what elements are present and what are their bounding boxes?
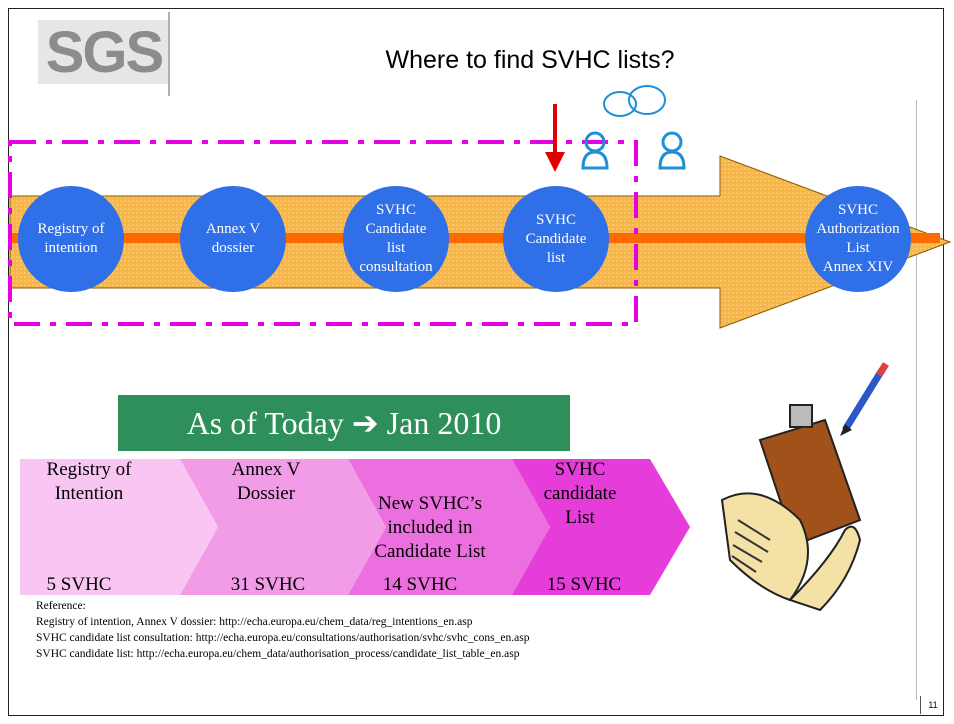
references: Reference: Registry of intention, Annex …	[36, 598, 529, 662]
reference-line: SVHC candidate list consultation: http:/…	[36, 632, 530, 644]
people-chat-icon	[581, 85, 686, 170]
count-annex-v: 31 SVHC	[230, 574, 306, 595]
as-of-today-banner: As of Today ➔ Jan 2010	[118, 395, 570, 451]
stage-circle-consultation: SVHC Candidate list consultation	[343, 186, 449, 292]
count-new-svhc: 14 SVHC	[382, 574, 458, 595]
count-candidate: 15 SVHC	[546, 574, 622, 595]
chevron-label-new-svhc: New SVHC’s included in Candidate List	[374, 493, 486, 562]
stage-circle-candidate: SVHC Candidate list	[503, 186, 609, 292]
chevron-new-svhc	[348, 459, 550, 595]
stage-circle-registry: Registry of intention	[18, 186, 124, 292]
reference-heading: Reference:	[36, 600, 86, 612]
stage-circle-annex-v: Annex V dossier	[180, 186, 286, 292]
highlight-box	[8, 140, 638, 326]
chevron-registry	[20, 459, 218, 595]
page-number: 11	[920, 696, 945, 714]
chevron-annex-v	[180, 459, 386, 595]
chevron-candidate	[512, 459, 690, 595]
clipboard-pencil-clipart	[720, 362, 889, 612]
slide-title: Where to find SVHC lists?	[385, 46, 675, 74]
reference-line: SVHC candidate list: http://echa.europa.…	[36, 648, 520, 660]
stage-circle-authorization: SVHC Authorization List Annex XIV	[805, 186, 911, 292]
sgs-logo: SGS	[38, 20, 170, 85]
slide-frame	[8, 8, 944, 716]
chevron-label-registry: Registry of Intention	[46, 459, 132, 504]
logo-divider	[168, 12, 170, 96]
reference-line: Registry of intention, Annex V dossier: …	[36, 616, 473, 628]
chevron-label-annex-v: Annex V Dossier	[231, 459, 301, 504]
chevron-label-candidate: SVHC candidate List	[543, 459, 617, 528]
right-divider	[916, 100, 917, 700]
count-registry: 5 SVHC	[46, 574, 112, 595]
red-down-arrow-icon	[545, 104, 565, 172]
